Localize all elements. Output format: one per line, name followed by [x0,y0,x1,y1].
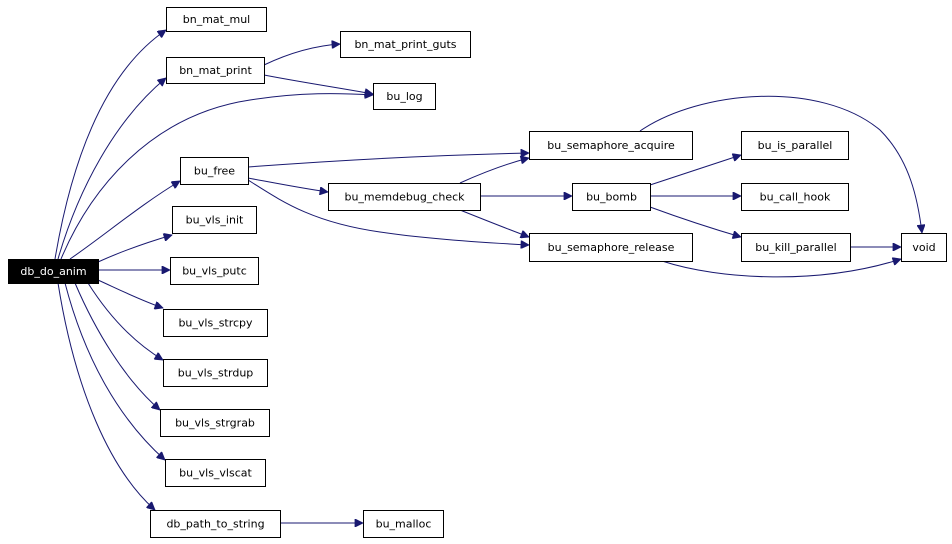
node-box [163,309,268,337]
node-label: bn_mat_mul [183,13,250,26]
edge-bu_free-to-bu_memdebug_check [247,177,328,192]
node-box [901,233,947,262]
node-bu_vls_strcpy[interactable]: bu_vls_strcpy [163,309,268,337]
node-label: bu_bomb [586,191,637,204]
node-label: bu_semaphore_release [548,241,675,254]
node-label: bu_vls_putc [182,265,247,278]
edge-bu_free-to-bu_semaphore_release [247,179,529,245]
edge-db_do_anim-to-bu_vls_strgrab [74,282,160,410]
node-bu_vls_strdup[interactable]: bu_vls_strdup [163,359,268,387]
node-box [328,183,481,211]
node-box [172,206,257,234]
node-box [163,359,268,387]
node-box [373,83,436,110]
edge-db_do_anim-to-bu_log [60,94,373,260]
node-label: bu_malloc [376,518,432,531]
node-label: bu_memdebug_check [344,191,465,204]
node-bu_semaphore_release[interactable]: bu_semaphore_release [529,233,693,262]
edge-db_do_anim-to-bu_vls_strcpy [97,279,163,308]
node-box [160,409,270,437]
node-label: db_path_to_string [166,518,264,531]
function-nodes: db_do_anim bn_mat_mul bn_mat_print bn_mat_p… [8,7,947,538]
node-bu_vls_strgrab[interactable]: bu_vls_strgrab [160,409,270,437]
node-box [340,31,471,58]
node-box [165,459,266,487]
node-bu_vls_vlscat[interactable]: bu_vls_vlscat [165,459,266,487]
node-bu_semaphore_acquire[interactable]: bu_semaphore_acquire [529,131,693,160]
edge-db_do_anim-to-bu_vls_vlscat [64,282,165,460]
node-box [529,233,693,262]
node-bu_kill_parallel[interactable]: bu_kill_parallel [741,233,851,262]
edge-db_do_anim-to-bu_vls_init [97,235,172,263]
node-box [8,259,99,284]
node-db_do_anim[interactable]: db_do_anim [8,259,99,284]
node-db_path_to_string[interactable]: db_path_to_string [150,510,281,538]
node-box [741,183,849,211]
node-label: bu_vls_init [186,214,244,227]
node-bu_vls_putc[interactable]: bu_vls_putc [170,257,259,285]
edge-bu_bomb-to-bu_is_parallel [649,155,741,186]
edge-db_do_anim-to-db_path_to_string [57,282,155,510]
node-box [166,7,267,32]
node-label: db_do_anim [20,265,86,278]
node-box [572,183,651,211]
edge-bn_mat_print-to-bu_log [263,74,373,94]
edge-bu_memdebug_check-to-bu_semaphore_acquire [459,158,529,184]
node-label: bu_log [386,90,422,103]
node-label: bu_vls_vlscat [179,467,252,480]
node-label: bu_kill_parallel [755,241,836,254]
node-box [180,157,249,185]
node-label: void [912,241,935,254]
edge-bu_semaphore_acquire-to-void [639,95,922,233]
node-label: bu_vls_strgrab [175,417,255,430]
node-box [741,233,851,262]
node-box [170,257,259,285]
edge-bn_mat_print-to-bn_mat_print_guts [263,44,340,66]
node-box [529,131,693,160]
node-label: bu_call_hook [760,191,831,204]
edge-db_do_anim-to-bu_vls_strdup [87,282,163,360]
node-label: bu_free [194,165,235,178]
edge-bu_semaphore_release-to-void [661,259,901,278]
node-bu_free[interactable]: bu_free [180,157,249,185]
node-label: bu_is_parallel [758,139,833,152]
node-box [741,131,849,160]
edge-bu_free-to-bu_semaphore_acquire [247,153,529,168]
node-box [166,57,265,84]
edge-db_do_anim-to-bn_mat_print [57,78,166,260]
node-bn_mat_print[interactable]: bn_mat_print [166,57,265,84]
node-label: bn_mat_print [179,64,252,77]
node-bu_vls_init[interactable]: bu_vls_init [172,206,257,234]
call-edges [54,30,922,523]
node-bu_call_hook[interactable]: bu_call_hook [741,183,849,211]
node-bn_mat_mul[interactable]: bn_mat_mul [166,7,267,32]
node-label: bu_semaphore_acquire [547,139,675,152]
node-label: bn_mat_print_guts [354,38,456,51]
node-label: bu_vls_strdup [178,367,254,380]
node-bu_memdebug_check[interactable]: bu_memdebug_check [328,183,481,211]
edge-db_do_anim-to-bu_free [69,181,180,260]
node-void[interactable]: void [901,233,947,262]
node-bn_mat_print_guts[interactable]: bn_mat_print_guts [340,31,471,58]
node-box [150,510,281,538]
edge-bu_memdebug_check-to-bu_semaphore_release [459,209,529,237]
edge-db_do_anim-to-bn_mat_mul [54,30,166,260]
node-bu_is_parallel[interactable]: bu_is_parallel [741,131,849,160]
node-label: bu_vls_strcpy [178,317,253,330]
edge-bu_bomb-to-bu_kill_parallel [649,206,741,237]
node-box [363,510,444,538]
node-bu_log[interactable]: bu_log [373,83,436,110]
node-bu_bomb[interactable]: bu_bomb [572,183,651,211]
node-bu_malloc[interactable]: bu_malloc [363,510,444,538]
